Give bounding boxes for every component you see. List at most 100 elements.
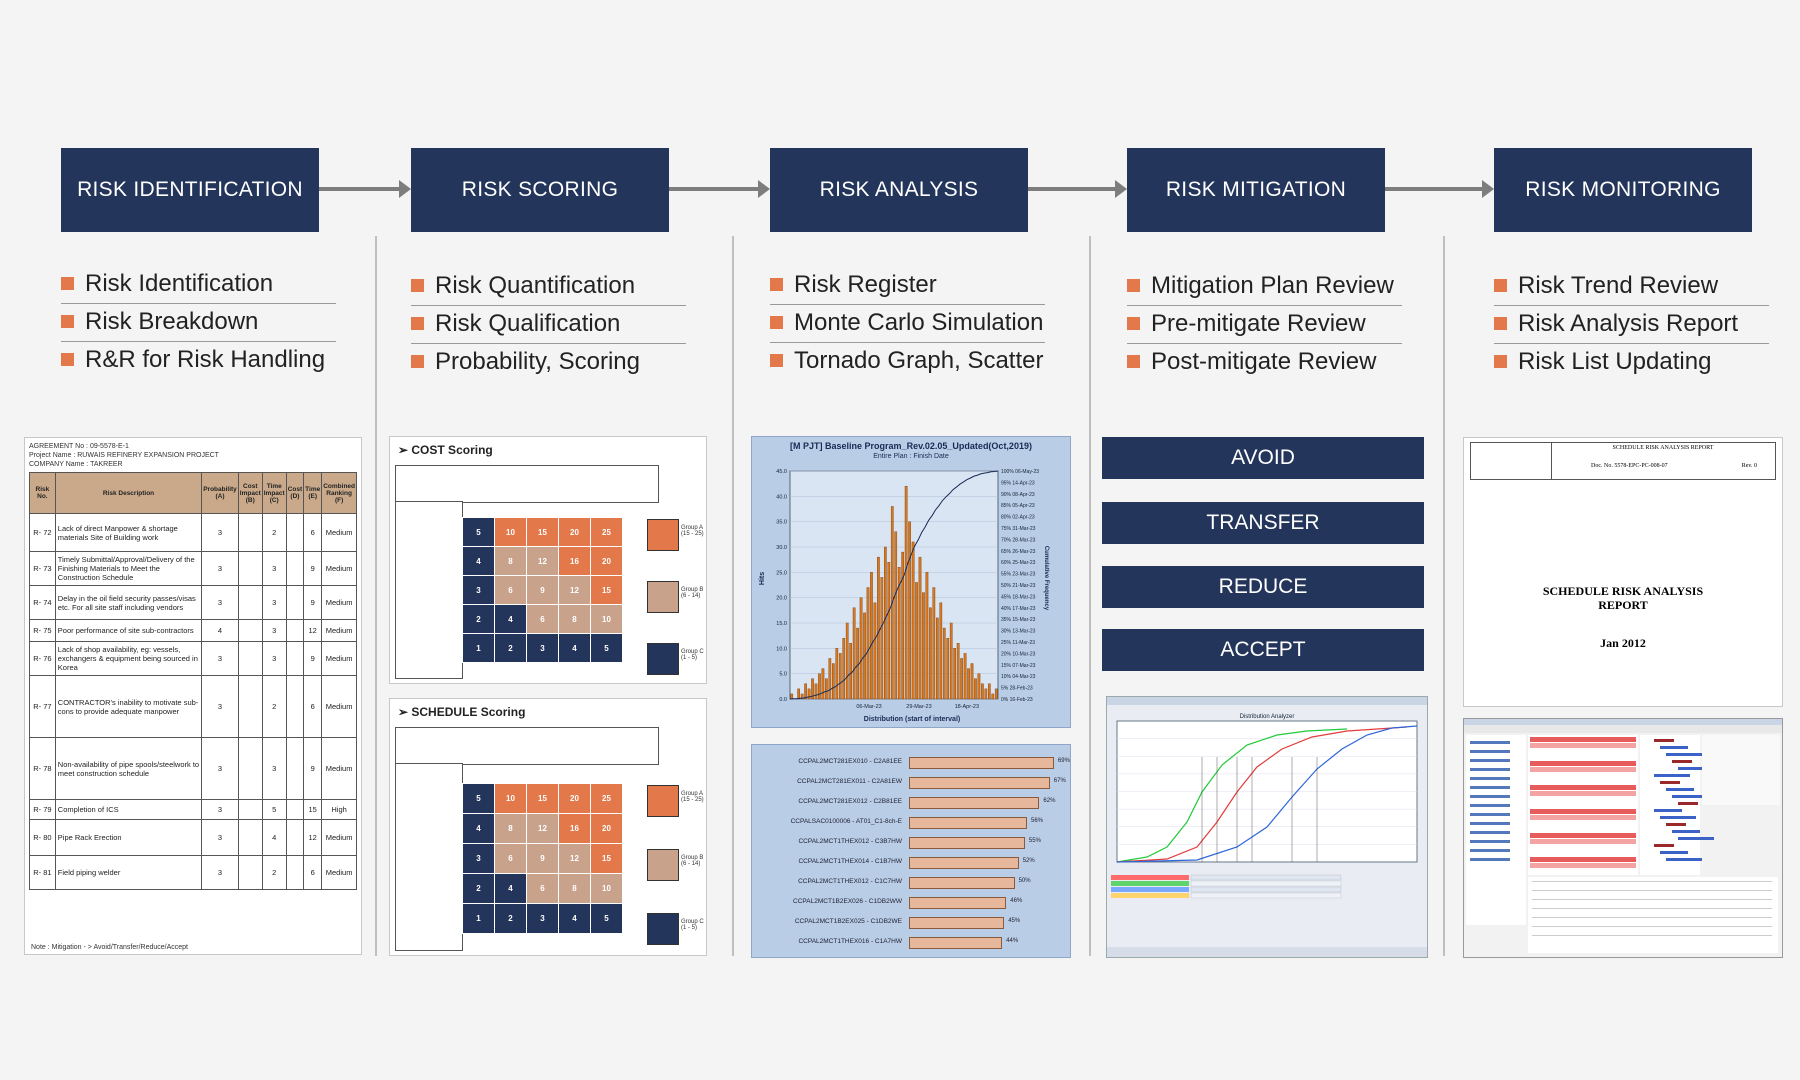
x-tick-label: 18-Apr-23 xyxy=(955,704,979,710)
list-item-label: Mitigation Plan Review xyxy=(1151,272,1394,299)
activity-row xyxy=(1530,797,1636,802)
histogram-bar xyxy=(825,678,828,700)
bullet-square-icon xyxy=(411,279,424,292)
matrix-cell: 5 xyxy=(462,517,495,547)
histogram-y2label: Cumulative Frequency xyxy=(1043,545,1050,611)
gantt-bar xyxy=(1654,844,1674,847)
histogram-bar xyxy=(800,693,804,700)
histogram-bar xyxy=(974,678,977,700)
histogram-bar xyxy=(845,622,849,700)
matrix-cell: 20 xyxy=(558,517,591,547)
histogram-bar xyxy=(935,617,939,700)
matrix-cell: 4 xyxy=(558,903,591,934)
histogram-bar xyxy=(953,648,957,700)
table-cell: R- 72 xyxy=(29,513,56,552)
matrix-cell: 16 xyxy=(558,546,591,576)
side-panel-link xyxy=(1470,804,1510,807)
tornado-value: 50% xyxy=(1018,878,1031,884)
histogram-bar xyxy=(911,541,915,700)
matrix-cell: 5 xyxy=(462,783,495,814)
histogram-bar xyxy=(804,683,807,700)
histogram-xlabel: Distribution (start of interval) xyxy=(863,716,961,723)
list-item-label: Post-mitigate Review xyxy=(1151,348,1377,375)
tornado-bar xyxy=(909,797,1040,809)
list-item: Probability, Scoring xyxy=(411,344,686,381)
group-c-label: Group C (1 - 5) xyxy=(681,649,704,661)
matrix-cell: 4 xyxy=(462,813,495,844)
list-item: R&R for Risk Handling xyxy=(61,342,336,379)
group-b-label: Group B (6 - 14) xyxy=(681,855,704,867)
table-cell: 2 xyxy=(261,513,287,552)
bullet-square-icon xyxy=(770,316,783,329)
gantt-bar xyxy=(1678,767,1706,770)
list-item: Risk List Updating xyxy=(1494,344,1769,381)
column-divider xyxy=(732,236,734,956)
table-cell: 6 xyxy=(303,513,323,552)
histogram-subtitle: Entire Plan : Finish Date xyxy=(873,453,949,460)
matrix-cell: 4 xyxy=(558,633,591,663)
gantt-bar xyxy=(1660,816,1696,819)
column-header: Cost (D) xyxy=(285,472,305,514)
table-cell: 3 xyxy=(261,737,287,800)
matrix-cell: 3 xyxy=(462,843,495,874)
register-header-line: COMPANY Name : TAKREER xyxy=(29,461,123,468)
activity-row xyxy=(1530,809,1636,814)
tornado-label: CCPAL2MCT1THEX012 - C1C7HW xyxy=(798,878,902,885)
stage-list-analysis: Risk Register Monte Carlo Simulation Tor… xyxy=(770,267,1045,380)
histogram-bar xyxy=(814,683,818,700)
matrix-cell: 10 xyxy=(590,604,623,634)
percentile-label: 45% 18-Mar-23 xyxy=(1001,594,1036,600)
table-cell xyxy=(237,619,263,642)
activity-row xyxy=(1530,833,1636,838)
histogram-bar xyxy=(835,648,839,700)
matrix-cell: 3 xyxy=(462,575,495,605)
matrix-cell: 10 xyxy=(494,517,527,547)
stats-row xyxy=(1190,886,1342,893)
percentile-label: 95% 14-Apr-23 xyxy=(1001,480,1035,486)
histogram-bar xyxy=(918,556,922,700)
histogram-bar xyxy=(873,602,877,700)
detail-line xyxy=(1532,908,1772,909)
percentile-label: 90% 08-Apr-23 xyxy=(1001,492,1035,498)
table-cell: Completion of ICS xyxy=(54,799,203,820)
matrix-cell: 12 xyxy=(526,813,559,844)
detail-line xyxy=(1532,890,1772,891)
table-cell: Medium xyxy=(321,675,357,738)
detail-pane xyxy=(1528,877,1778,953)
histogram-bar xyxy=(956,643,960,700)
matrix-cell: 5 xyxy=(590,633,623,663)
group-a-swatch xyxy=(647,785,679,817)
column-header: Time (E) xyxy=(303,472,323,514)
matrix-cell: 2 xyxy=(494,633,527,663)
table-cell: 9 xyxy=(303,641,323,676)
table-cell: R- 74 xyxy=(29,585,56,620)
legend-row xyxy=(1111,875,1189,880)
risk-register-table: Risk No. Risk Description Probability (A… xyxy=(29,472,357,890)
table-cell: 5 xyxy=(261,799,287,820)
plot-area xyxy=(789,470,999,700)
table-cell xyxy=(285,855,305,890)
table-cell: 3 xyxy=(201,585,239,620)
activity-row xyxy=(1530,779,1636,784)
table-cell: Field piping welder xyxy=(54,855,203,890)
table-cell: 6 xyxy=(303,855,323,890)
activity-row xyxy=(1530,773,1636,778)
histogram-bar xyxy=(842,637,846,700)
histogram-bar xyxy=(887,561,891,700)
table-cell xyxy=(237,585,263,620)
toolbar xyxy=(1464,725,1782,733)
percentile-label: 40% 17-Mar-23 xyxy=(1001,606,1036,612)
table-cell: 4 xyxy=(261,819,287,856)
histogram-bar xyxy=(991,693,995,700)
tornado-value: 69% xyxy=(1057,758,1070,764)
bullet-square-icon xyxy=(411,317,424,330)
tornado-label: CCPAL2MCT1THEX012 - C3B7HW xyxy=(798,838,902,845)
report-cover-thumbnail: SCHEDULE RISK ANALYSIS REPORT Doc. No. 5… xyxy=(1463,437,1783,707)
